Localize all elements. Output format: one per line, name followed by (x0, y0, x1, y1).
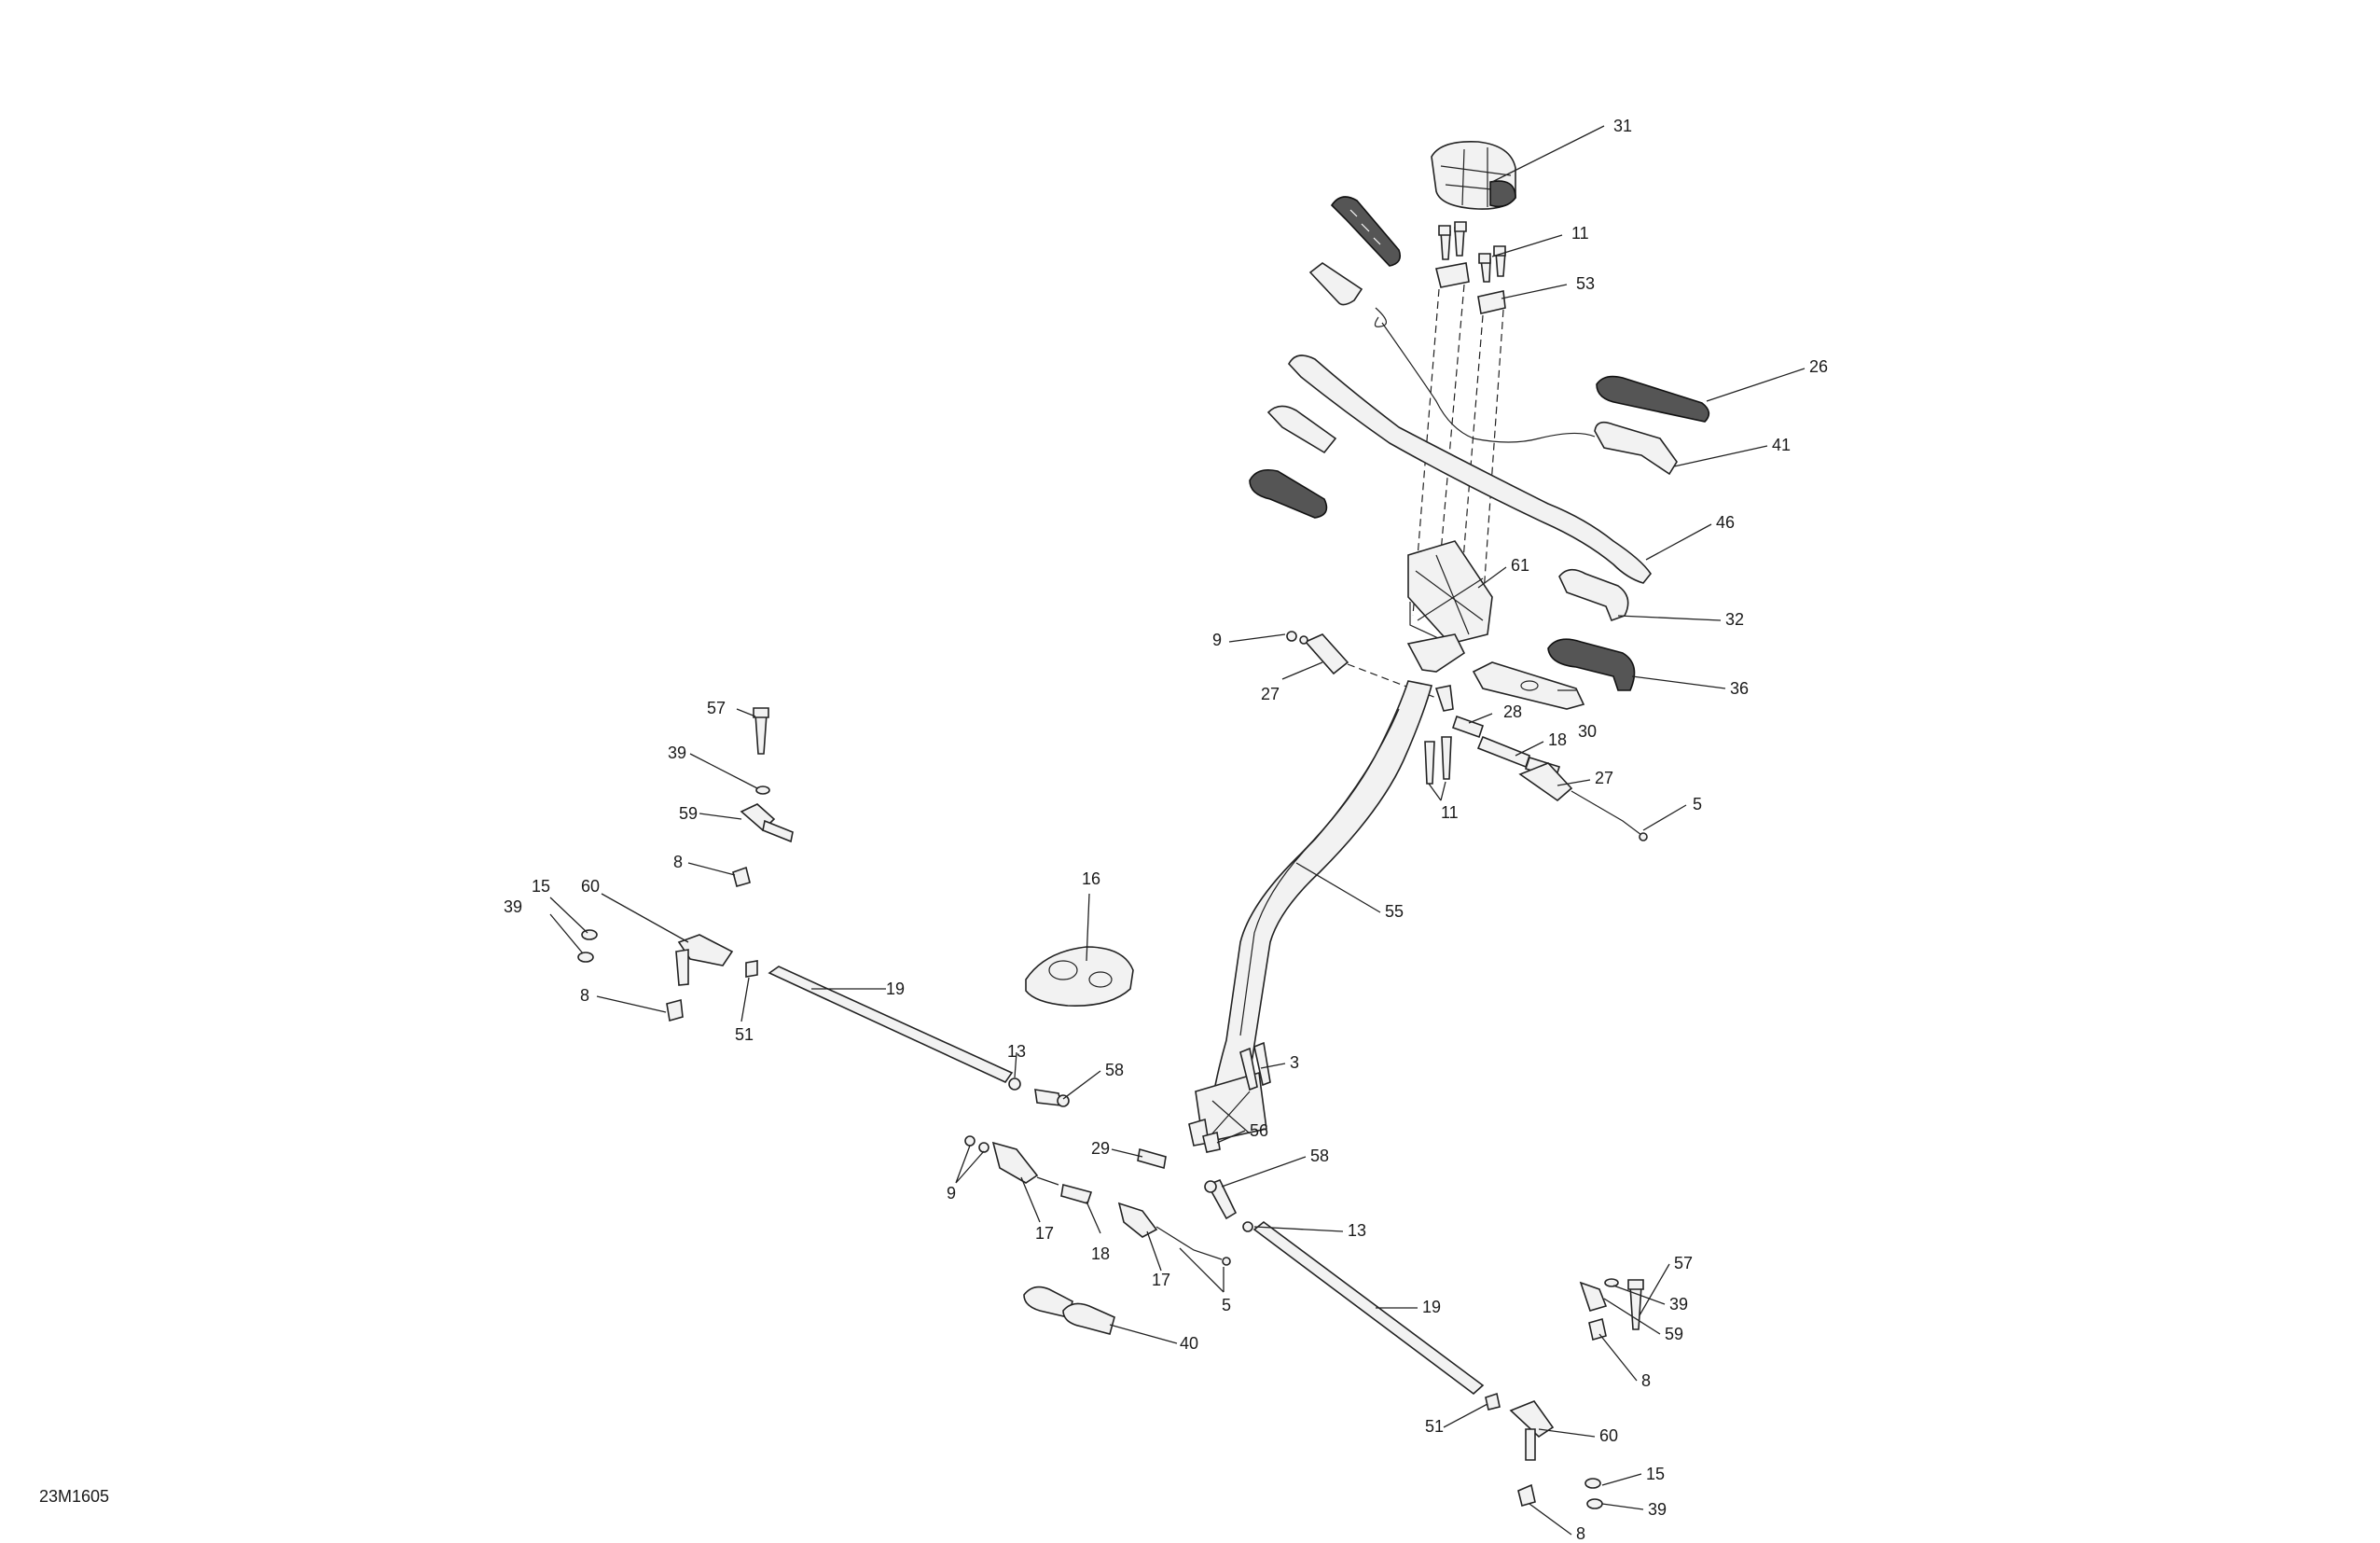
callout-40: 40 (1180, 1334, 1198, 1353)
callout-5: 5 (1693, 795, 1702, 813)
callout-58: 58 (1105, 1061, 1124, 1079)
diagram-code: 23M1605 (39, 1487, 109, 1506)
leader-lines (549, 125, 1806, 1536)
callout-31: 31 (1613, 117, 1632, 135)
bolt-assembly-right (1579, 1278, 1644, 1341)
callout-39: 39 (1648, 1500, 1667, 1519)
callout-27: 27 (1261, 685, 1280, 703)
callout-60: 60 (1599, 1426, 1618, 1445)
callout-8: 8 (1576, 1524, 1585, 1543)
callout-59: 59 (1665, 1325, 1683, 1343)
callout-39: 39 (668, 744, 686, 762)
callout-58: 58 (1310, 1147, 1329, 1165)
grip-right-32-36 (1547, 568, 1636, 691)
callout-36: 36 (1730, 679, 1749, 698)
callout-51: 51 (735, 1025, 754, 1044)
callout-27: 27 (1595, 769, 1613, 787)
bracket-30 (1472, 661, 1585, 710)
callout-57: 57 (707, 699, 726, 717)
callout-57: 57 (1674, 1254, 1693, 1272)
callout-53: 53 (1576, 274, 1595, 293)
linkage-lower (964, 1135, 1231, 1266)
callout-17: 17 (1035, 1224, 1054, 1243)
callout-11: 11 (1571, 224, 1589, 243)
grip-right-26 (1596, 375, 1710, 423)
callout-8: 8 (673, 853, 683, 871)
grip-left-lower (1249, 405, 1337, 519)
callout-32: 32 (1725, 610, 1744, 629)
steering-column-top (1406, 633, 1466, 712)
cover-16 (1025, 946, 1134, 1007)
riser-block-61 (1407, 540, 1493, 645)
tie-rod-end-left (577, 929, 758, 1022)
callout-28: 28 (1503, 702, 1522, 721)
tie-rod-end-right (1485, 1392, 1603, 1509)
boots-40 (1023, 1286, 1115, 1335)
bolt-assembly-left (732, 707, 794, 887)
callout-26: 26 (1809, 357, 1828, 376)
tie-rod-19-upper (768, 966, 1014, 1084)
callout-8: 8 (1641, 1371, 1651, 1390)
steering-column-55 (1211, 680, 1433, 1109)
callout-41: 41 (1772, 436, 1791, 454)
callout-13: 13 (1348, 1221, 1366, 1240)
callout-13: 13 (1007, 1042, 1026, 1061)
callout-19: 19 (886, 980, 905, 998)
callout-17: 17 (1152, 1271, 1170, 1289)
callout-labels: 31 11 53 26 41 46 61 32 36 9 27 28 30 18… (504, 117, 1828, 1543)
callout-60: 60 (581, 877, 600, 896)
throttle-lever-41 (1594, 421, 1678, 476)
tie-rod-19-lower (1252, 1220, 1485, 1396)
callout-18: 18 (1091, 1244, 1110, 1263)
column-yoke (1188, 1041, 1271, 1153)
callout-46: 46 (1716, 513, 1735, 532)
callout-30: 30 (1578, 722, 1597, 741)
callout-3: 3 (1290, 1053, 1299, 1072)
rod-end-58-13-lower (1204, 1178, 1253, 1232)
callout-56: 56 (1250, 1121, 1268, 1140)
callout-51: 51 (1425, 1417, 1444, 1436)
callout-19: 19 (1422, 1298, 1441, 1316)
rod-end-13-58-upper (1008, 1077, 1070, 1107)
callout-29: 29 (1091, 1139, 1110, 1158)
linkage-right-upper (1424, 715, 1648, 841)
callout-16: 16 (1082, 869, 1100, 888)
callout-39: 39 (504, 897, 522, 916)
callout-39: 39 (1669, 1295, 1688, 1314)
callout-8: 8 (580, 986, 589, 1005)
handlebar-pad-31 (1431, 141, 1516, 210)
callout-9: 9 (947, 1184, 956, 1202)
callout-61: 61 (1511, 556, 1529, 575)
callout-5: 5 (1222, 1296, 1231, 1314)
handlebar-46 (1288, 354, 1652, 584)
callout-9: 9 (1212, 631, 1222, 649)
callout-15: 15 (1646, 1465, 1665, 1483)
callout-59: 59 (679, 804, 698, 823)
callout-55: 55 (1385, 902, 1404, 921)
callout-11: 11 (1441, 803, 1459, 822)
grip-left-top (1330, 196, 1402, 267)
callout-15: 15 (532, 877, 550, 896)
callout-18: 18 (1548, 730, 1567, 749)
